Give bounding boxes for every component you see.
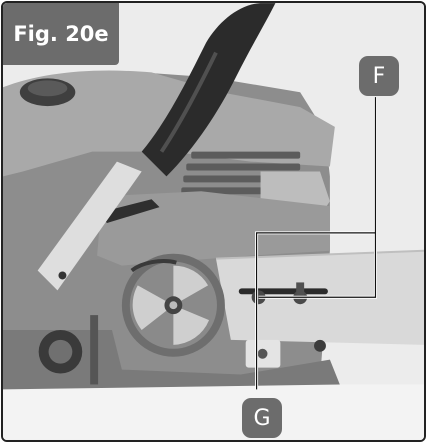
callout-f-badge: F (359, 56, 399, 96)
figure-label: Fig. 20e (3, 3, 119, 65)
callout-g-badge: G (242, 398, 282, 438)
chainsaw-photo (3, 3, 424, 440)
